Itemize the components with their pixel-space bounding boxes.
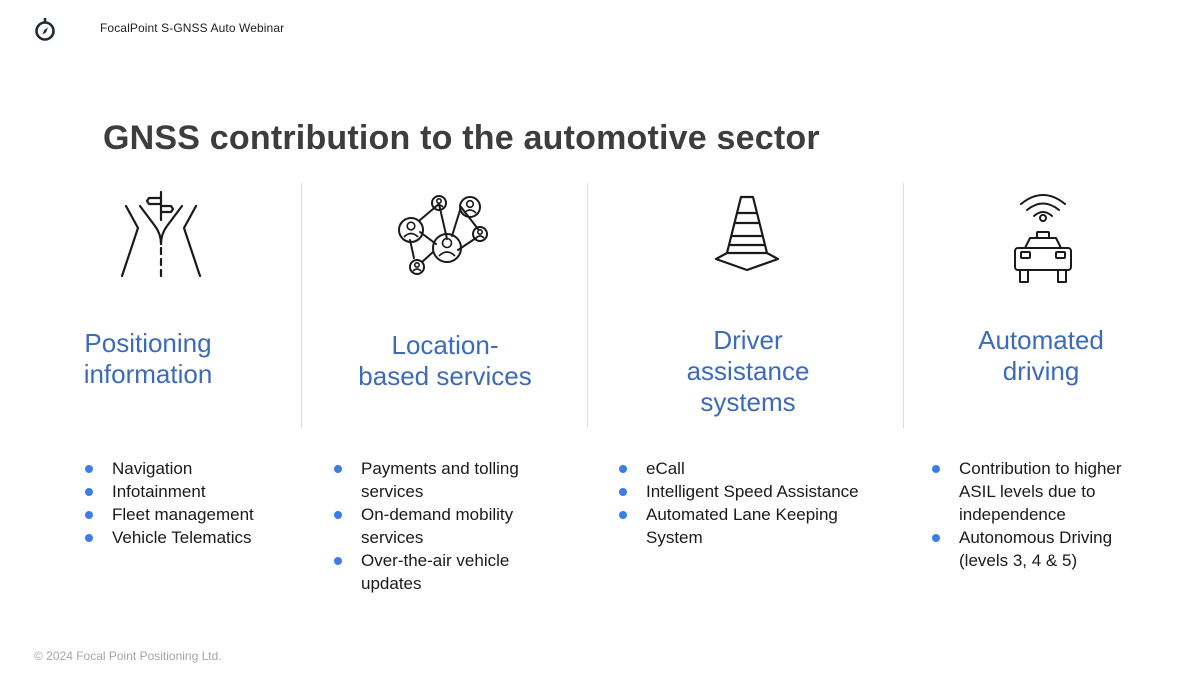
people-network-icon — [398, 195, 488, 275]
connected-car-icon — [1014, 194, 1072, 283]
compass-logo-icon — [35, 18, 55, 41]
column-divider — [587, 183, 588, 428]
list-item: eCall — [618, 457, 888, 480]
list-item: Intelligent Speed Assistance — [618, 480, 888, 503]
header-title: FocalPoint S-GNSS Auto Webinar — [100, 21, 285, 35]
slide-title: GNSS contribution to the automotive sect… — [103, 119, 820, 157]
column-heading-location-based: Location- based services — [330, 330, 560, 392]
column-heading-driver-assistance: Driver assistance systems — [648, 325, 848, 418]
bullet-list-automated-driving: Contribution to higher ASIL levels due t… — [931, 457, 1161, 572]
footer-copyright: © 2024 Focal Point Positioning Ltd. — [34, 649, 222, 663]
bullet-list-location-based: Payments and tolling services On-demand … — [333, 457, 568, 595]
list-item: Automated Lane Keeping System — [618, 503, 888, 549]
traffic-cone-icon — [714, 195, 780, 272]
list-item: On-demand mobility services — [333, 503, 568, 549]
list-item: Autonomous Driving (levels 3, 4 & 5) — [931, 526, 1161, 572]
heading-line: driving — [1002, 356, 1080, 386]
road-fork-icon — [120, 190, 202, 278]
column-divider — [903, 183, 904, 428]
heading-line: Automated — [978, 325, 1104, 355]
column-divider — [301, 183, 302, 428]
heading-line: Positioning — [84, 328, 212, 358]
list-item: Over-the-air vehicle updates — [333, 549, 568, 595]
list-item: Contribution to higher ASIL levels due t… — [931, 457, 1161, 526]
list-item: Fleet management — [84, 503, 304, 526]
heading-line: information — [83, 359, 213, 389]
heading-line: Location- — [391, 330, 499, 360]
column-heading-positioning: Positioning information — [48, 328, 248, 390]
heading-line: Driver — [713, 325, 783, 355]
heading-line: systems — [700, 387, 796, 417]
list-item: Vehicle Telematics — [84, 526, 304, 549]
heading-line: assistance — [686, 356, 810, 386]
list-item: Navigation — [84, 457, 304, 480]
bullet-list-positioning: Navigation Infotainment Fleet management… — [84, 457, 304, 549]
bullet-list-driver-assistance: eCall Intelligent Speed Assistance Autom… — [618, 457, 888, 549]
list-item: Payments and tolling services — [333, 457, 568, 503]
column-heading-automated-driving: Automated driving — [941, 325, 1141, 387]
heading-line: based services — [358, 361, 532, 391]
list-item: Infotainment — [84, 480, 304, 503]
